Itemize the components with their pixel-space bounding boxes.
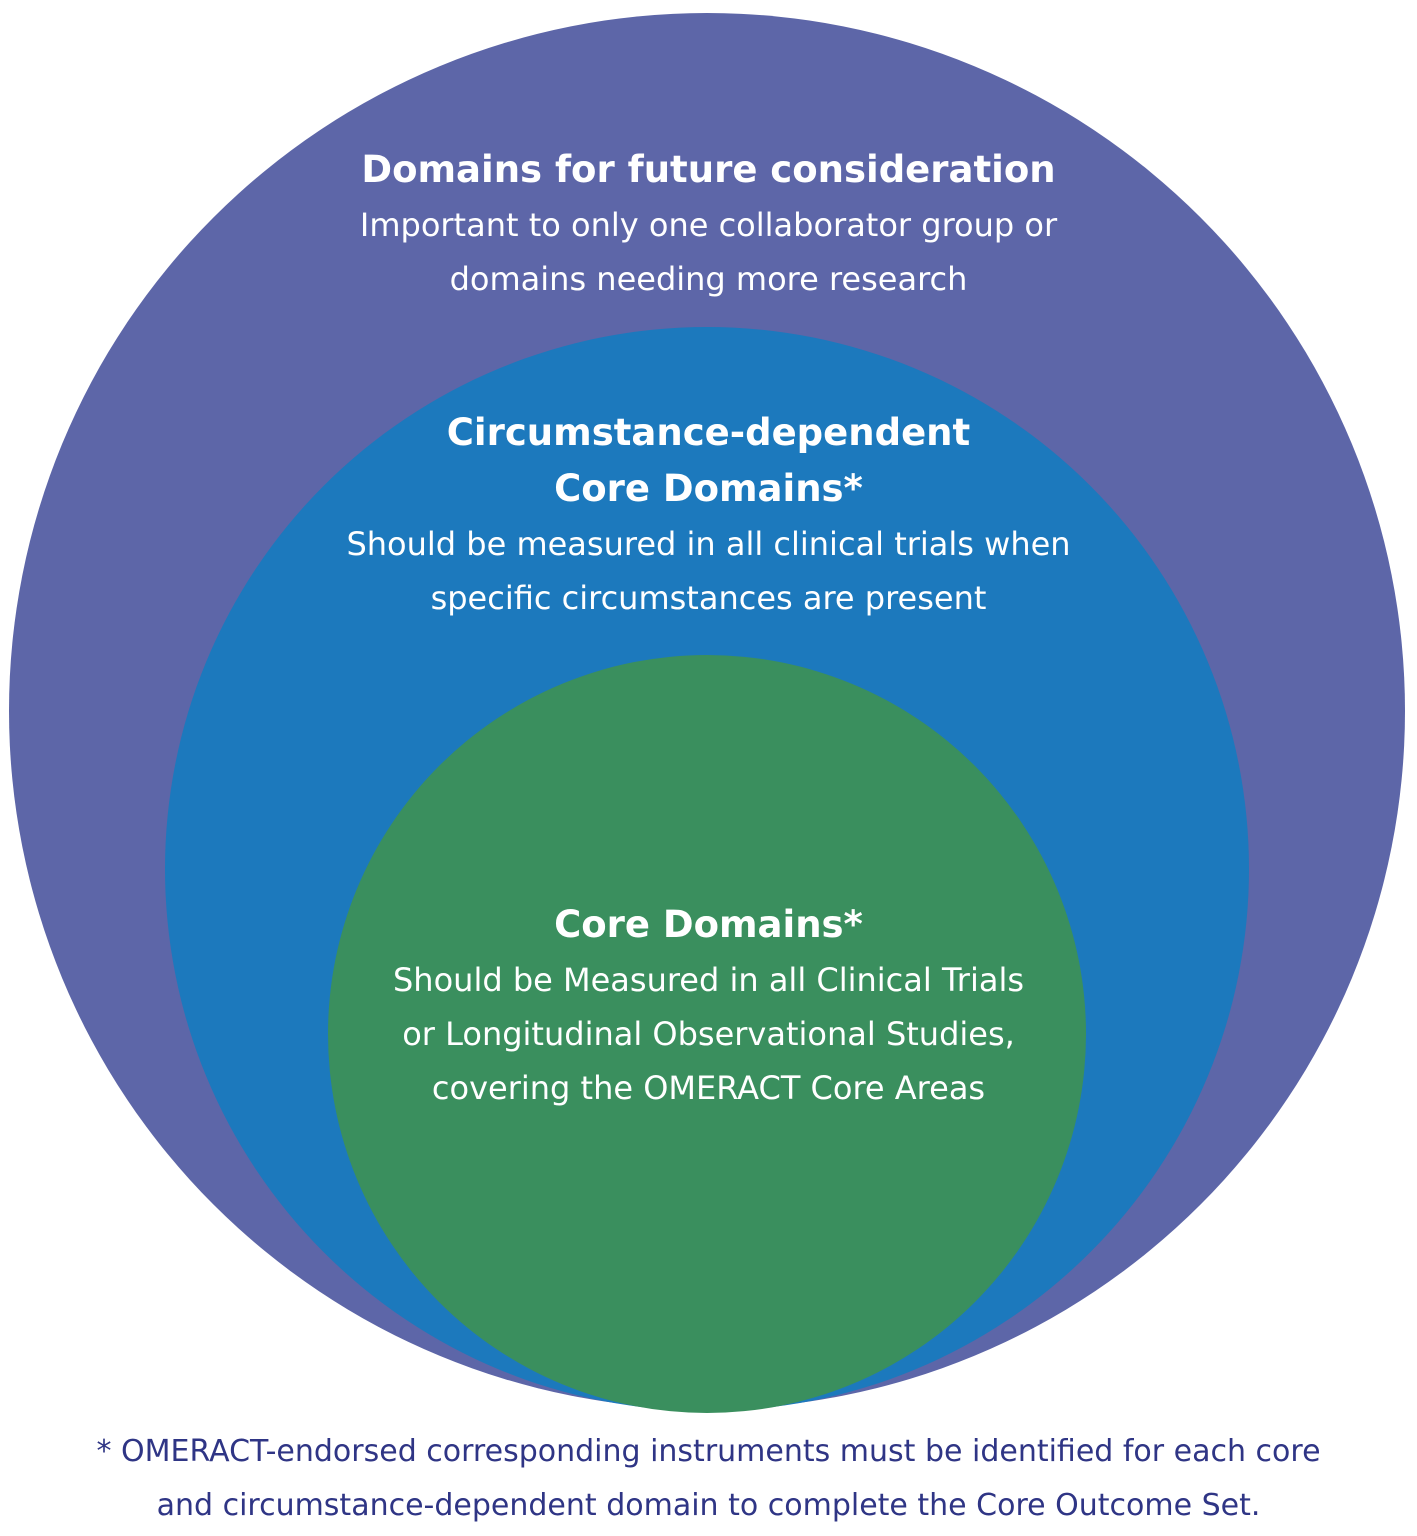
middle-description-line: specific circumstances are present [430,579,987,617]
middle-title-line: Core Domains* [554,467,863,510]
inner-description-line: Should be Measured in all Clinical Trial… [392,961,1024,999]
middle-description-line: Should be measured in all clinical trial… [346,525,1071,563]
middle-circle-label: Circumstance-dependent Core Domains* Sho… [0,405,1417,625]
middle-title: Circumstance-dependent Core Domains* [0,405,1417,517]
inner-title: Core Domains* [554,903,863,946]
inner-description: Should be Measured in all Clinical Trial… [0,953,1417,1115]
middle-description: Should be measured in all clinical trial… [0,517,1417,625]
outer-circle-label: Domains for future consideration Importa… [0,142,1417,306]
footnote: * OMERACT-endorsed corresponding instrum… [0,1425,1417,1533]
outer-description-line: Important to only one collaborator group… [359,206,1058,244]
inner-circle-core-domains [328,655,1086,1413]
inner-circle-label: Core Domains* Should be Measured in all … [0,897,1417,1115]
outer-title: Domains for future consideration [361,148,1056,191]
footnote-line: and circumstance-dependent domain to com… [156,1488,1261,1523]
footnote-line: * OMERACT-endorsed corresponding instrum… [96,1434,1321,1469]
middle-title-line: Circumstance-dependent [446,411,971,454]
outer-description-line: domains needing more research [449,260,968,298]
inner-description-line: covering the OMERACT Core Areas [431,1069,986,1107]
inner-description-line: or Longitudinal Observational Studies, [402,1015,1015,1053]
outer-description: Important to only one collaborator group… [0,198,1417,306]
